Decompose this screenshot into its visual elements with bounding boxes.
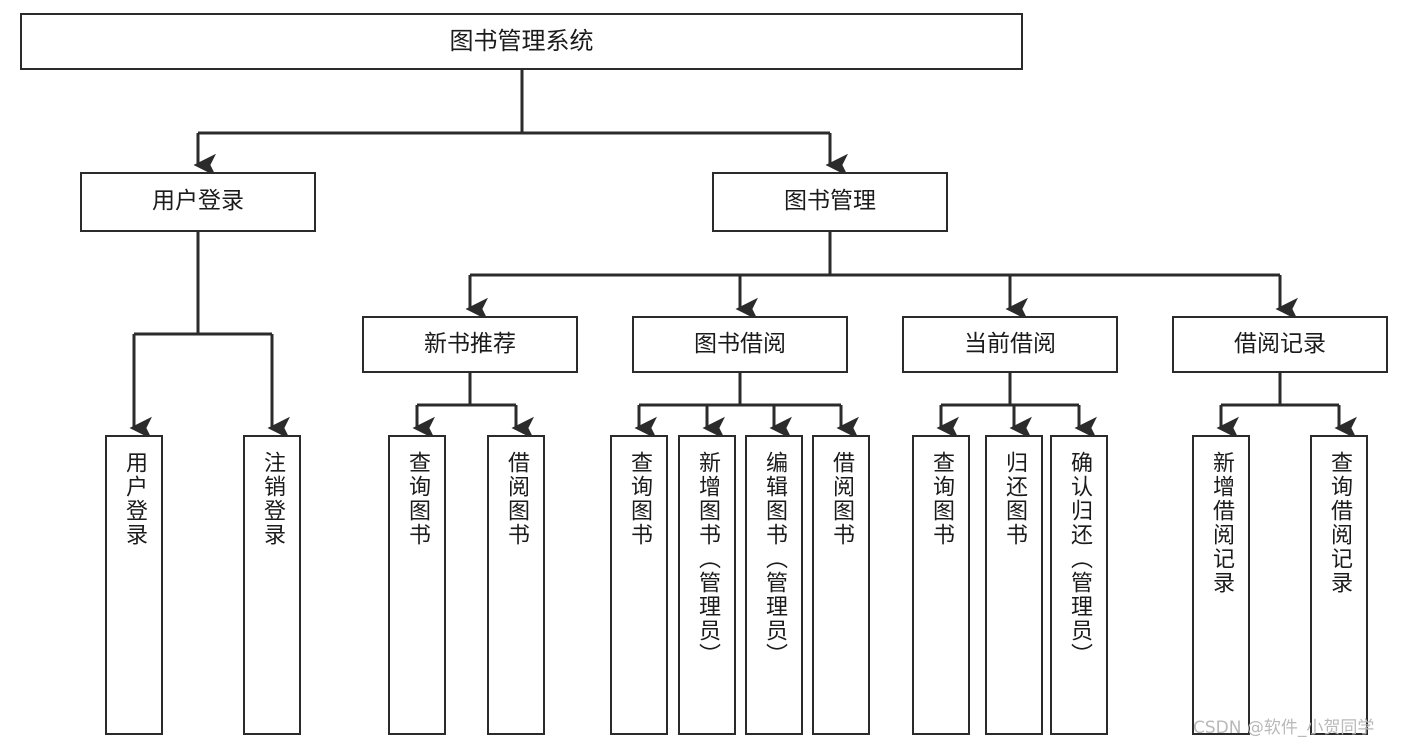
node-leaf-add-book-label: 新增图书（管理员） bbox=[695, 451, 720, 667]
node-book-manage-label: 图书管理 bbox=[784, 188, 876, 215]
node-leaf-user-login[interactable]: 用户登录 bbox=[105, 435, 163, 735]
node-leaf-query-record[interactable]: 查询借阅记录 bbox=[1310, 435, 1368, 735]
node-borrow-record[interactable]: 借阅记录 bbox=[1172, 316, 1388, 373]
node-borrow-record-label: 借阅记录 bbox=[1234, 330, 1326, 357]
node-leaf-edit-book[interactable]: 编辑图书（管理员） bbox=[745, 435, 803, 735]
node-book-manage[interactable]: 图书管理 bbox=[712, 172, 948, 232]
node-leaf-return-book-label: 归还图书 bbox=[1002, 451, 1027, 547]
node-leaf-borrow-book-1-label: 借阅图书 bbox=[504, 451, 529, 547]
node-user-login-label: 用户登录 bbox=[152, 188, 244, 215]
node-leaf-query-book-1[interactable]: 查询图书 bbox=[388, 435, 446, 735]
node-leaf-add-record-label: 新增借阅记录 bbox=[1209, 451, 1234, 595]
node-leaf-query-book-2[interactable]: 查询图书 bbox=[610, 435, 668, 735]
node-leaf-confirm-return-label: 确认归还（管理员） bbox=[1067, 451, 1092, 667]
node-book-borrow-label: 图书借阅 bbox=[694, 330, 786, 357]
node-leaf-add-book[interactable]: 新增图书（管理员） bbox=[678, 435, 736, 735]
node-leaf-user-logout[interactable]: 注销登录 bbox=[243, 435, 301, 735]
node-root[interactable]: 图书管理系统 bbox=[20, 13, 1023, 70]
node-leaf-return-book[interactable]: 归还图书 bbox=[985, 435, 1043, 735]
node-user-login[interactable]: 用户登录 bbox=[80, 172, 316, 232]
node-leaf-query-record-label: 查询借阅记录 bbox=[1327, 451, 1352, 595]
csdn-watermark: CSDN @软件_小贺同学 bbox=[1193, 718, 1375, 738]
node-new-book-recommend-label: 新书推荐 bbox=[424, 330, 516, 357]
node-new-book-recommend[interactable]: 新书推荐 bbox=[362, 316, 578, 373]
node-leaf-query-book-3[interactable]: 查询图书 bbox=[912, 435, 970, 735]
node-leaf-query-book-1-label: 查询图书 bbox=[405, 451, 430, 547]
node-leaf-user-logout-label: 注销登录 bbox=[260, 451, 285, 547]
node-leaf-user-login-label: 用户登录 bbox=[122, 451, 147, 547]
node-root-label: 图书管理系统 bbox=[449, 27, 594, 56]
node-leaf-borrow-book-2-label: 借阅图书 bbox=[829, 451, 854, 547]
node-leaf-confirm-return[interactable]: 确认归还（管理员） bbox=[1050, 435, 1108, 735]
node-leaf-edit-book-label: 编辑图书（管理员） bbox=[762, 451, 787, 667]
node-current-borrow[interactable]: 当前借阅 bbox=[902, 316, 1118, 373]
node-book-borrow[interactable]: 图书借阅 bbox=[632, 316, 848, 373]
node-current-borrow-label: 当前借阅 bbox=[964, 330, 1056, 357]
node-leaf-borrow-book-1[interactable]: 借阅图书 bbox=[487, 435, 545, 735]
node-leaf-borrow-book-2[interactable]: 借阅图书 bbox=[812, 435, 870, 735]
node-leaf-query-book-3-label: 查询图书 bbox=[929, 451, 954, 547]
node-leaf-query-book-2-label: 查询图书 bbox=[627, 451, 652, 547]
node-leaf-add-record[interactable]: 新增借阅记录 bbox=[1192, 435, 1250, 735]
